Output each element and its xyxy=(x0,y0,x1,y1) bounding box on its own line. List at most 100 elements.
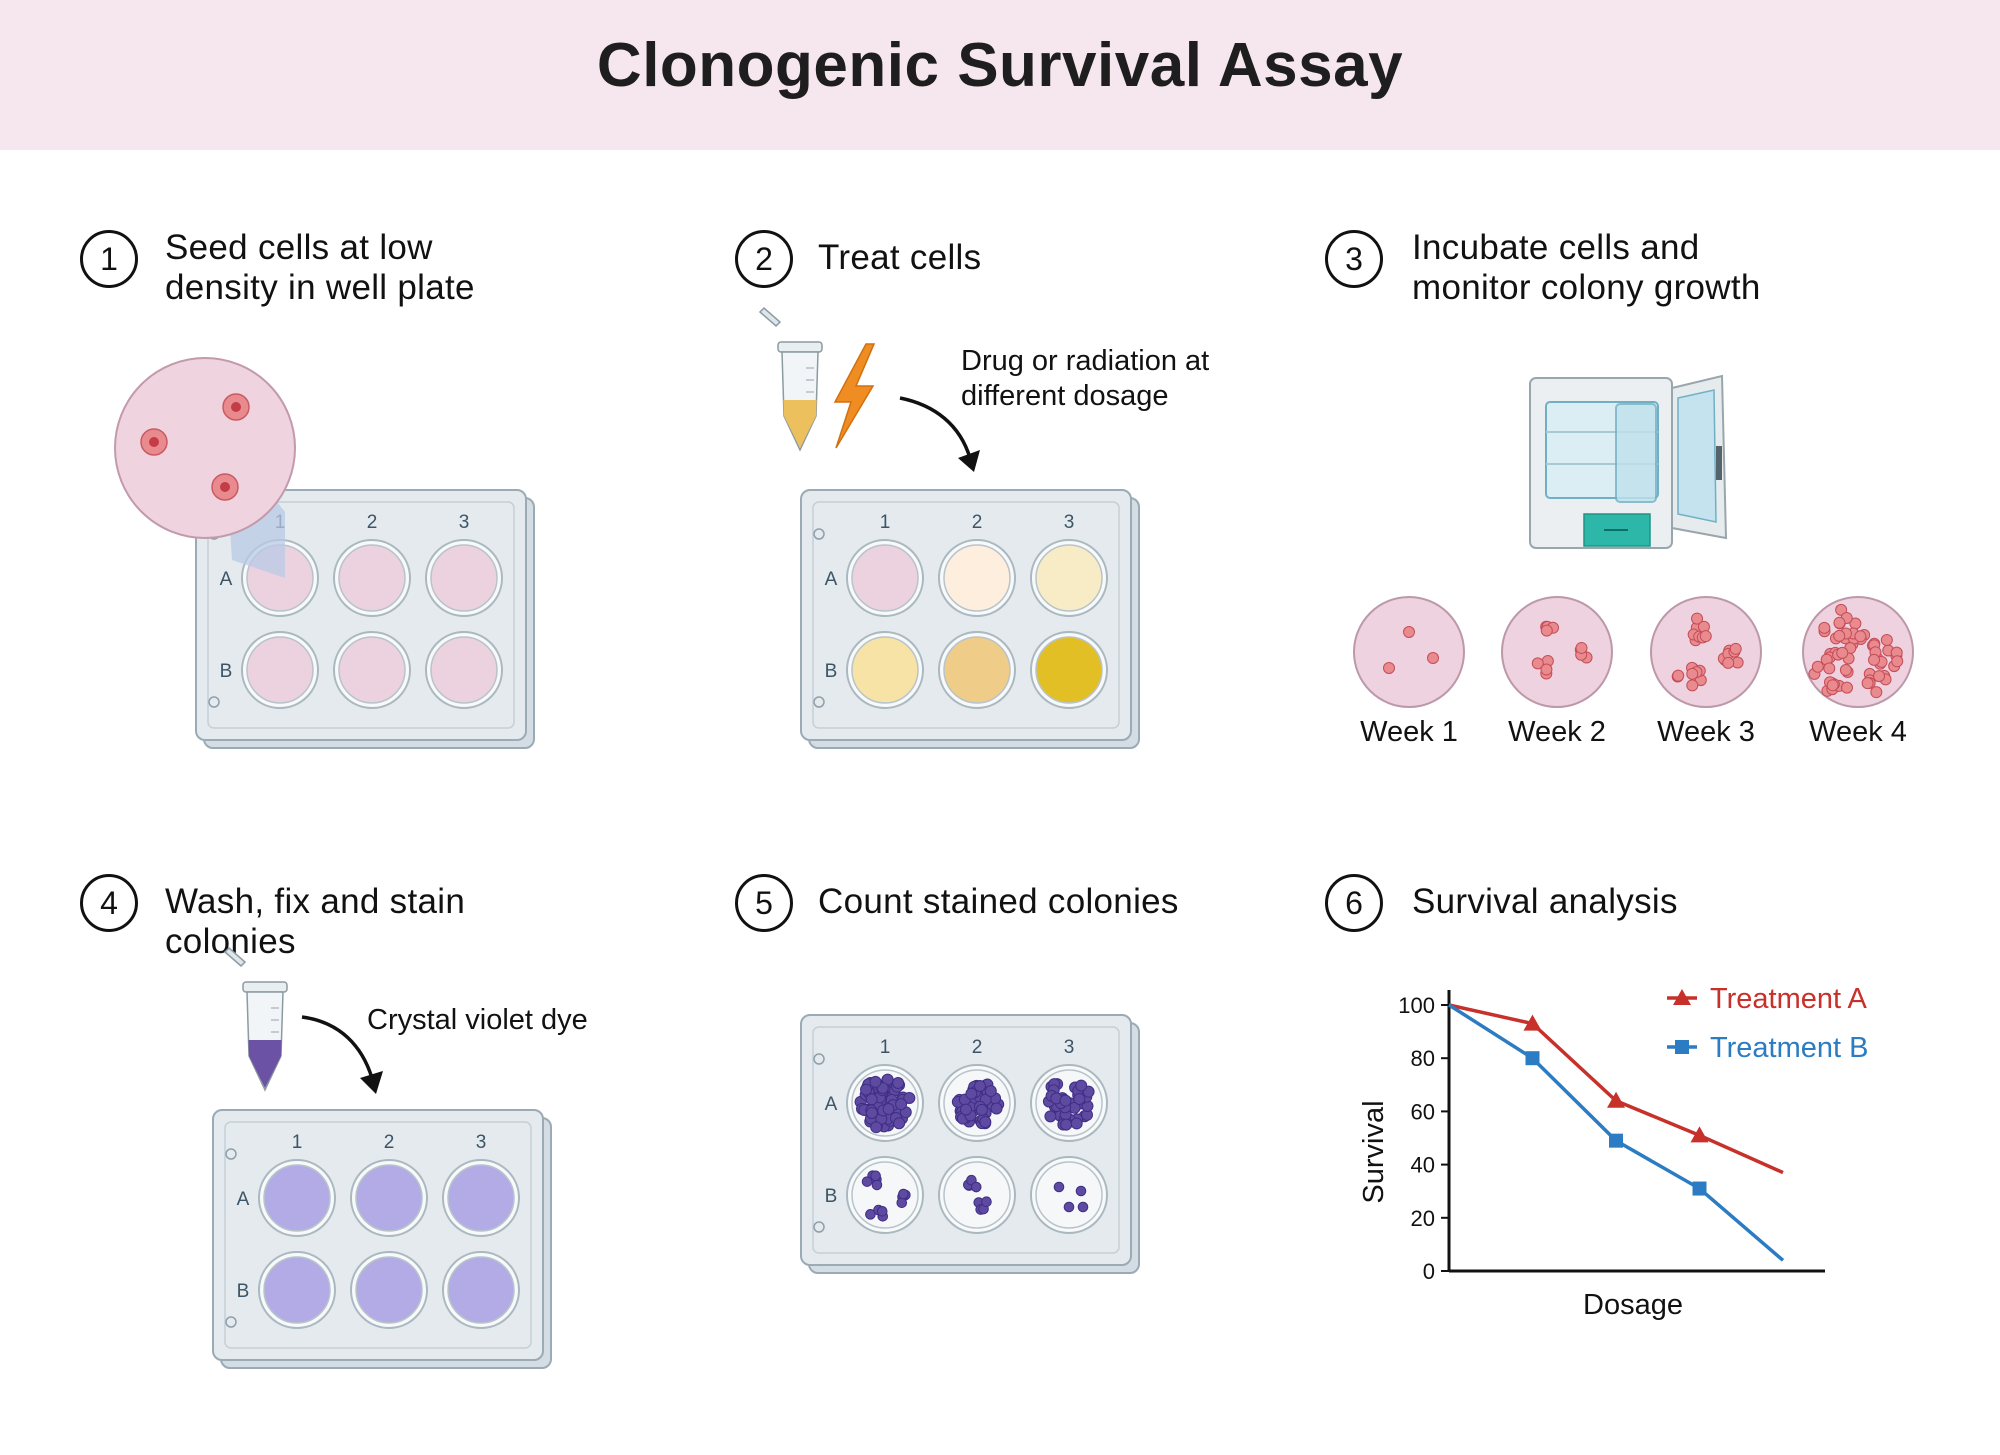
colony-cell xyxy=(1383,662,1395,674)
colony-cell xyxy=(1722,656,1735,669)
colony-cell xyxy=(1073,1092,1086,1105)
colony-cell xyxy=(882,1103,895,1116)
week-dish: Week 3 xyxy=(1650,596,1762,748)
well xyxy=(943,636,1011,704)
well xyxy=(447,1256,515,1324)
arrow-shaft xyxy=(899,396,972,459)
plate-notch xyxy=(813,1053,825,1065)
colony-cell xyxy=(1839,664,1852,677)
step-6-title: Survival analysis xyxy=(1412,882,1678,921)
plate-row-label: B xyxy=(220,661,233,682)
incubator-window xyxy=(1677,389,1717,523)
dye-arrow xyxy=(301,1015,383,1094)
plate-notch xyxy=(813,696,825,708)
colony-cell xyxy=(861,1176,873,1187)
plate-column-label: 2 xyxy=(367,512,378,533)
step-2-title: Treat cells xyxy=(818,238,982,277)
colony-cell xyxy=(865,1093,878,1106)
data-point xyxy=(1525,1051,1540,1066)
colony-cell xyxy=(1836,646,1849,659)
colony-cell xyxy=(1070,1117,1083,1130)
colony-cell xyxy=(870,1121,883,1134)
colony-cell xyxy=(1059,1094,1072,1107)
y-tick-label: 40 xyxy=(1411,1153,1435,1178)
colony-cell xyxy=(1540,663,1553,676)
plate-column-label: 2 xyxy=(384,1132,395,1153)
well xyxy=(943,544,1011,612)
well xyxy=(1035,636,1103,704)
treatment-note: Drug or radiation at different dosage xyxy=(961,345,1210,412)
well xyxy=(1035,1161,1103,1229)
step-2-number: 2 xyxy=(735,230,793,288)
colony-cell xyxy=(1077,1201,1089,1213)
colony-cell xyxy=(973,1080,986,1093)
well xyxy=(430,636,498,704)
dye-tube xyxy=(223,946,288,1092)
tube-cap xyxy=(758,306,782,328)
colony-cell xyxy=(903,1091,916,1104)
well xyxy=(430,544,498,612)
colony-cell xyxy=(1833,629,1846,642)
colony-cell xyxy=(1060,1118,1073,1131)
colony-cell xyxy=(990,1102,1003,1115)
week-label: Week 1 xyxy=(1360,716,1458,748)
colony-cell xyxy=(1044,1110,1057,1123)
colony-cell xyxy=(869,1075,882,1088)
y-tick-label: 80 xyxy=(1411,1046,1435,1071)
magnified-view xyxy=(114,357,296,539)
plate-rim xyxy=(207,501,515,729)
well xyxy=(338,544,406,612)
data-point xyxy=(1523,1014,1542,1031)
colony-cell xyxy=(1672,669,1685,682)
colony-cell xyxy=(898,1188,909,1200)
well xyxy=(338,636,406,704)
week-dish: Week 4 xyxy=(1802,596,1914,748)
colony-cell xyxy=(1063,1201,1075,1213)
step-1-title: Seed cells at low density in well plate xyxy=(165,228,475,307)
title-banner xyxy=(0,0,2000,150)
colony-cell xyxy=(860,1083,873,1096)
step-5-number: 5 xyxy=(735,874,793,932)
colony-cell xyxy=(1691,612,1704,625)
dish xyxy=(1650,596,1762,708)
plate-notch xyxy=(225,1316,237,1328)
plate-notch xyxy=(813,528,825,540)
colony-cell xyxy=(1427,652,1439,664)
well xyxy=(263,1256,331,1324)
well xyxy=(355,1164,423,1232)
arrow-head xyxy=(958,450,980,472)
well xyxy=(851,636,919,704)
plate-column-label: 1 xyxy=(880,512,891,533)
colony-cell xyxy=(1075,1079,1088,1092)
colony-cell xyxy=(892,1077,905,1090)
data-point xyxy=(1692,1181,1707,1196)
plate-column-label: 3 xyxy=(459,512,470,533)
plate-column-label: 1 xyxy=(880,1037,891,1058)
treatment-tube xyxy=(758,306,823,452)
treatment-arrow xyxy=(899,396,980,472)
week-dish: Week 1 xyxy=(1353,596,1465,748)
colony-cell xyxy=(975,1103,988,1116)
colony-cell xyxy=(1833,616,1846,629)
well xyxy=(943,1161,1011,1229)
step-4-number: 4 xyxy=(80,874,138,932)
colony-cell xyxy=(981,1196,992,1208)
dish xyxy=(1501,596,1613,708)
colony-cell xyxy=(870,1170,881,1182)
x-axis-label: Dosage xyxy=(1583,1289,1683,1321)
colony-cell xyxy=(1053,1181,1065,1193)
colony-cell xyxy=(1075,1185,1087,1197)
colony-cell xyxy=(959,1103,972,1116)
arrow-shaft xyxy=(301,1015,374,1079)
incubator-icon xyxy=(1529,374,1728,549)
week-dish: Week 2 xyxy=(1501,596,1613,748)
legend-label: Treatment B xyxy=(1710,1032,1868,1064)
colony-cell xyxy=(984,1085,997,1098)
colony-cell xyxy=(1686,667,1699,680)
colony-cell xyxy=(1861,677,1874,690)
colony-cell xyxy=(1575,641,1588,654)
y-axis-label: Survival xyxy=(1358,1100,1390,1203)
plate-column-label: 2 xyxy=(972,1037,983,1058)
